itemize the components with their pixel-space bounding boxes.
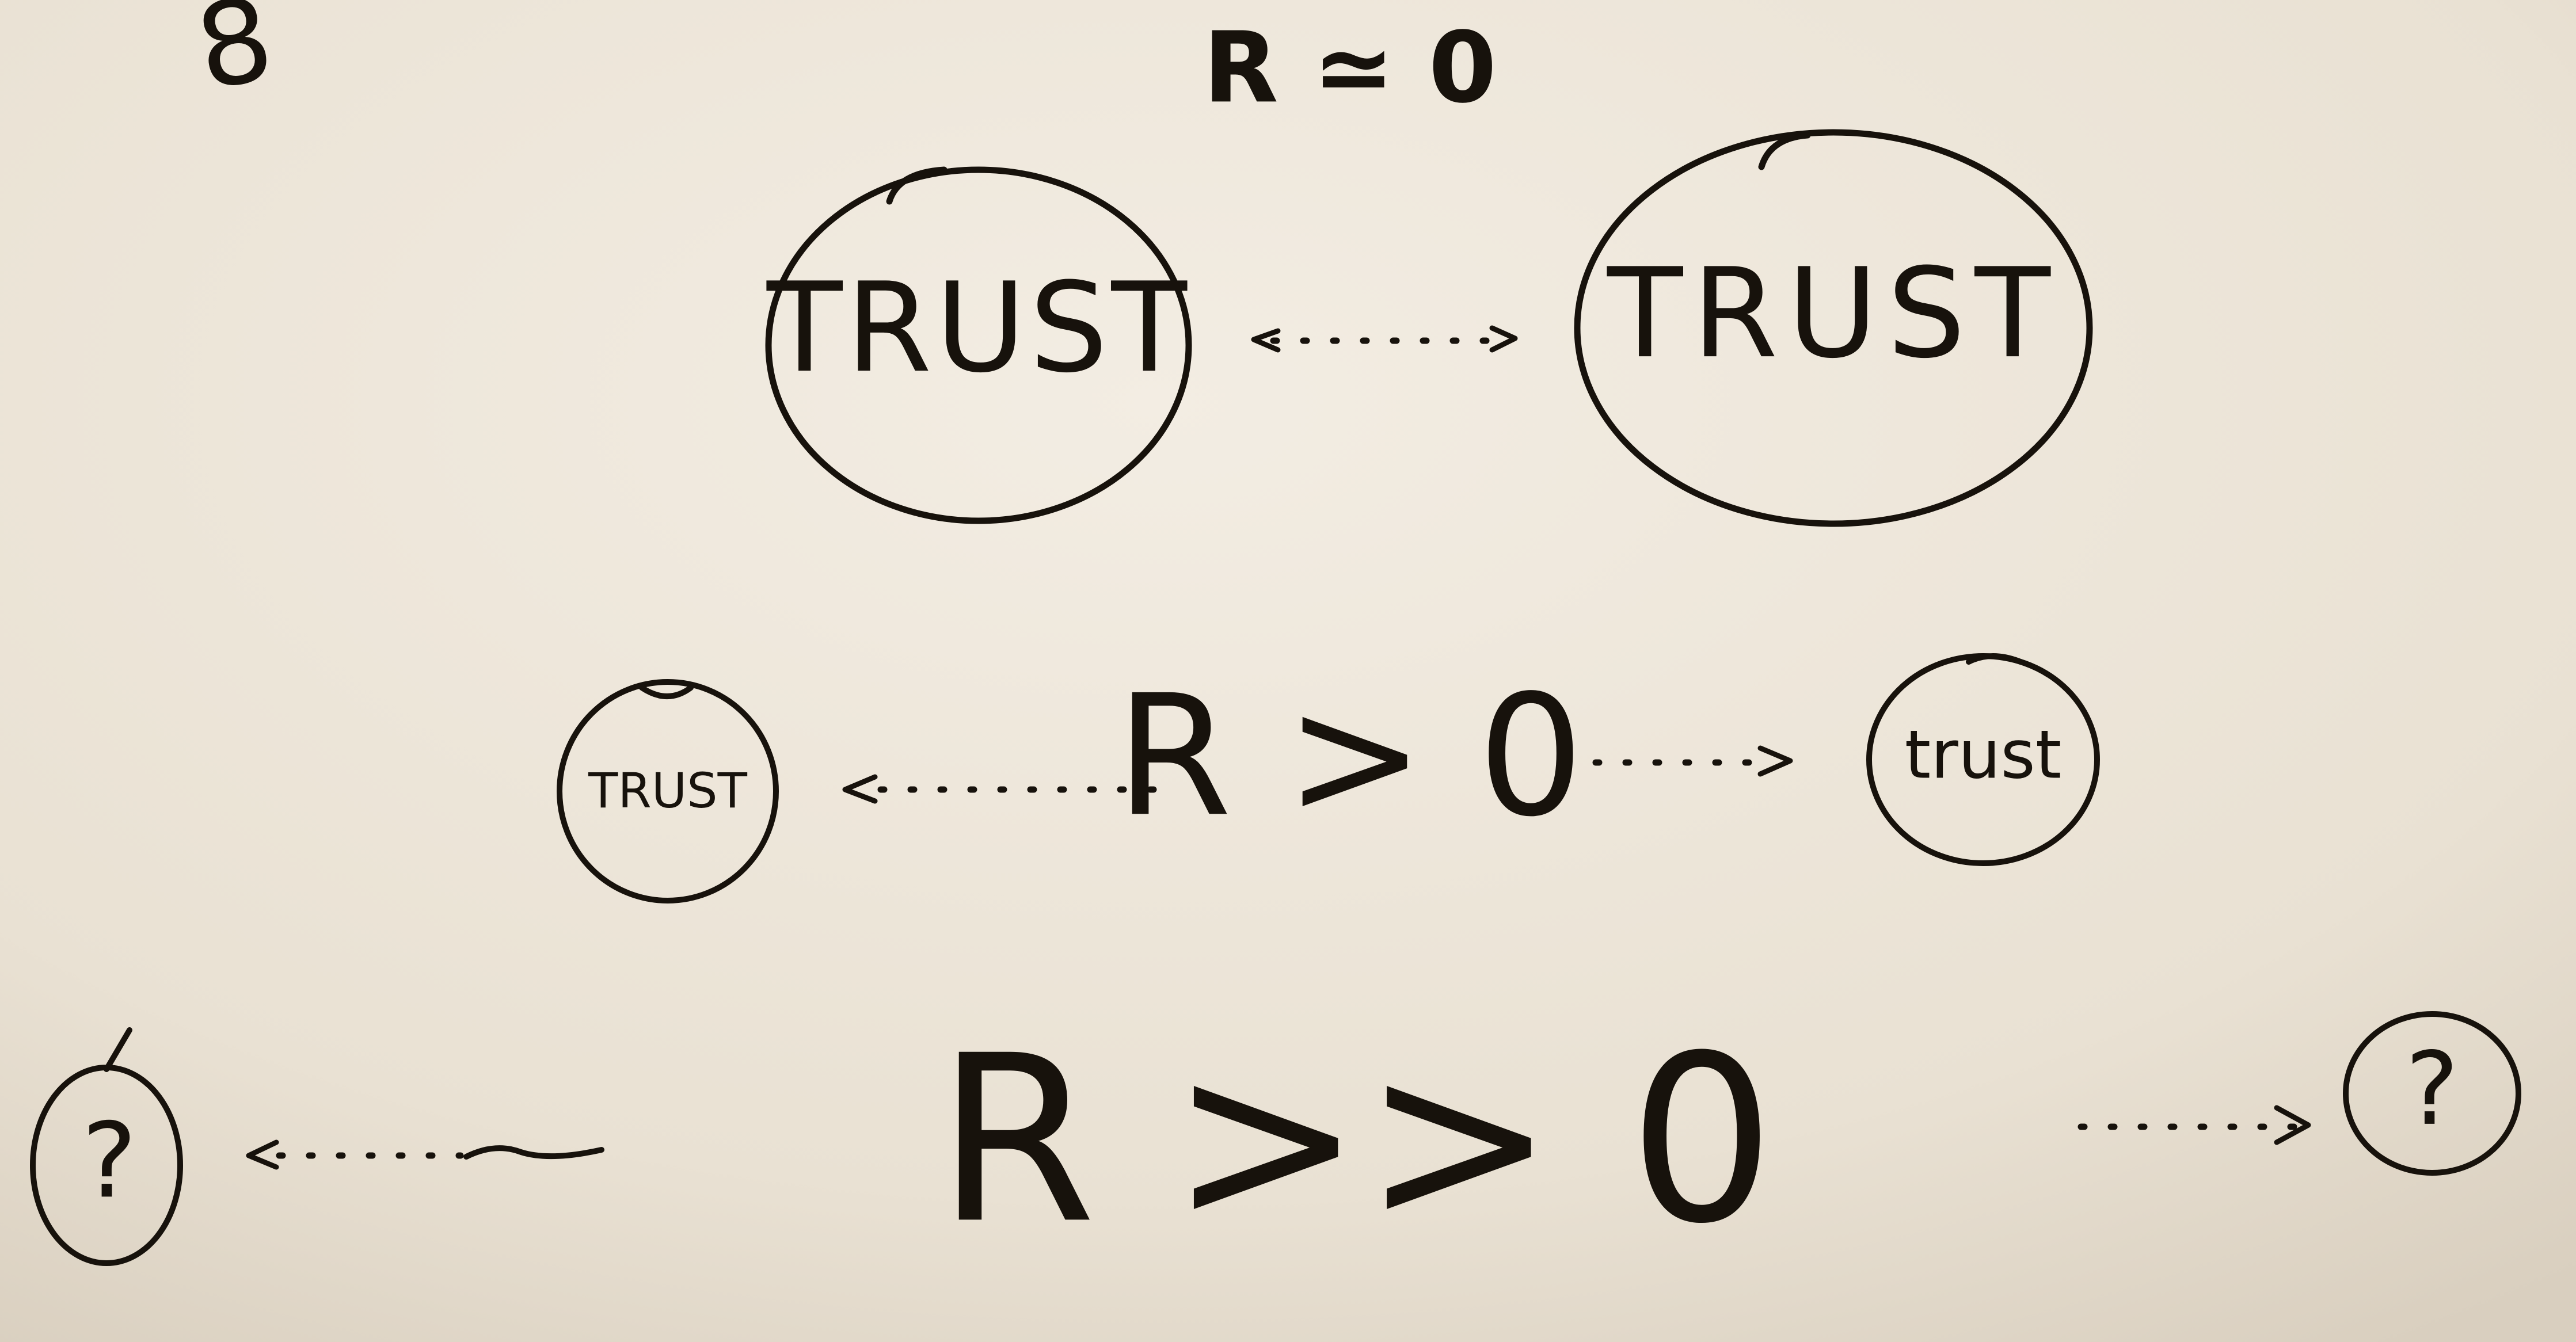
row3-left-wavy-tail — [463, 1145, 604, 1160]
row1-right-node-circle — [1574, 129, 2093, 527]
row3-left-arrowhead — [246, 1139, 279, 1170]
row1-right-node-label: TRUST — [1607, 241, 2060, 386]
row1-left-node-circle — [765, 166, 1192, 524]
row3-right-arrowhead — [2274, 1105, 2311, 1145]
row3-left-node-label: ? — [82, 1101, 137, 1221]
row1-right-node-tick — [1758, 132, 1811, 170]
row2-left-arrowhead — [842, 774, 878, 804]
row1-left-arrowhead — [1251, 328, 1281, 353]
row1-left-node-tick — [886, 166, 948, 205]
row2-right-node-label: trust — [1905, 716, 2062, 794]
row2-right-arrowhead — [1757, 745, 1793, 777]
row2-relation: R > 0 — [1116, 659, 1584, 853]
row2-left-node-notch — [639, 685, 694, 699]
row1-right-arrowhead — [1489, 325, 1518, 353]
row3-left-node-tick — [104, 1027, 132, 1072]
row3-right-node-circle — [2343, 1011, 2521, 1176]
row1-left-node-label: TRUST — [766, 256, 1190, 400]
row2-left-node-circle — [557, 679, 779, 903]
row3-relation: R >> 0 — [936, 1006, 1775, 1274]
row2-left-node-label: TRUST — [588, 762, 747, 819]
row1-relation: R ≃ 0 — [1203, 11, 1497, 125]
row2-right-node-tick — [1966, 653, 2023, 665]
row3-right-node-label: ? — [2406, 1031, 2459, 1148]
